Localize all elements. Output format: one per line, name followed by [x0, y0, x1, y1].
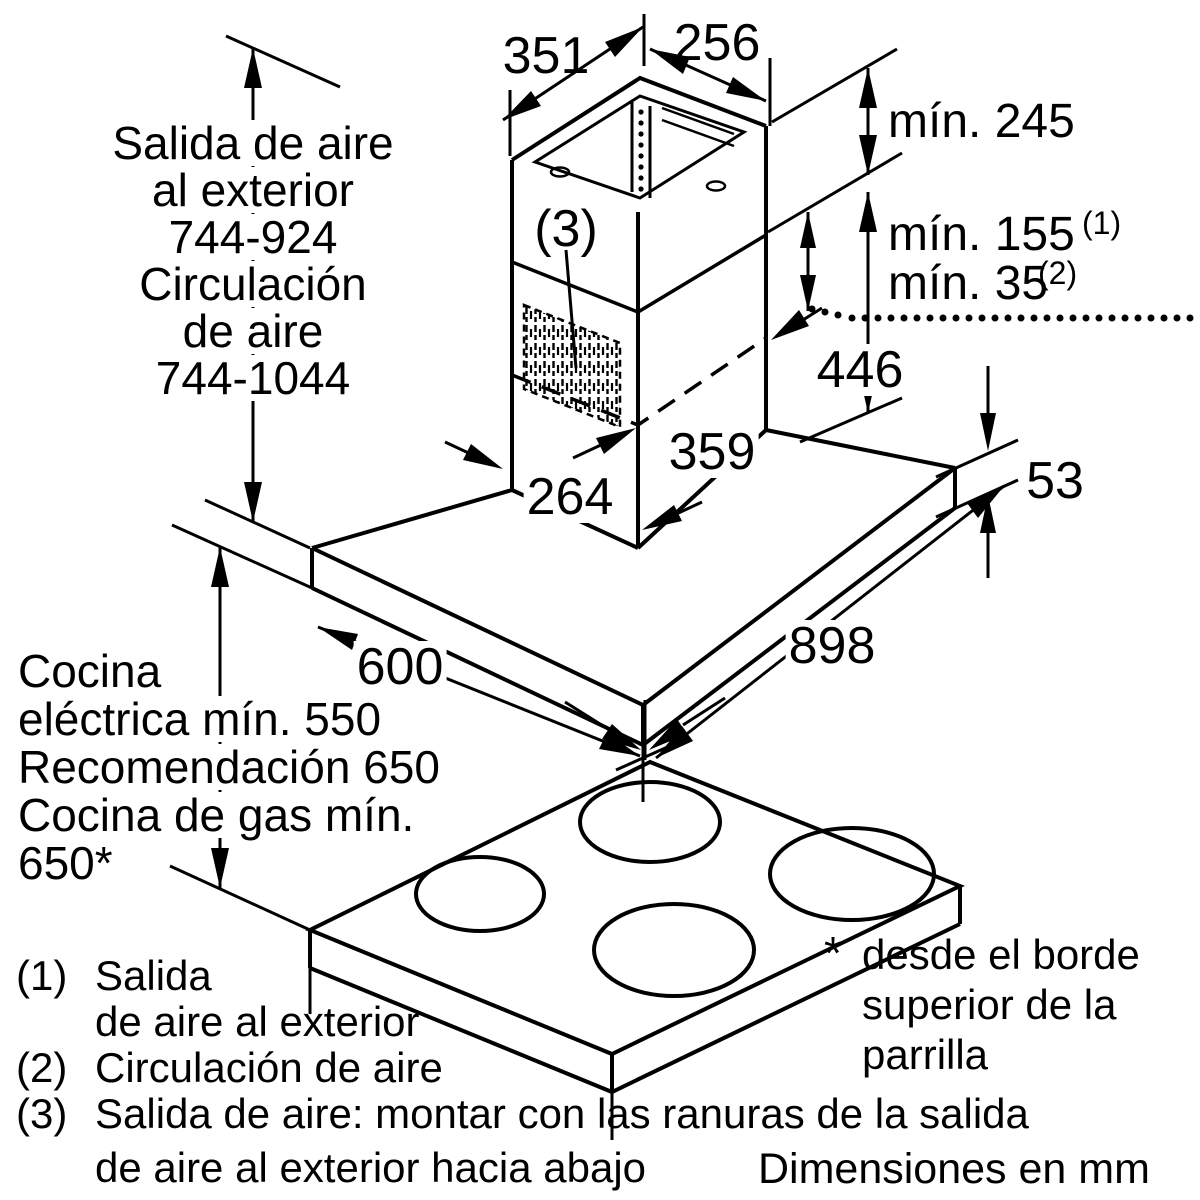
height-note-line-5: de aire [180, 305, 326, 357]
footnote-3-line-1: Salida de aire: montar con las ranuras d… [95, 1090, 1029, 1137]
dim-min-35: mín. 35 [888, 257, 1049, 310]
dim-446: 446 [813, 344, 907, 396]
clearance-note-line-3: Recomendación 650 [16, 741, 442, 793]
star-note-line-3: parrilla [862, 1031, 989, 1078]
burner-back [578, 780, 722, 864]
footnote-2-text: Circulación de aire [95, 1044, 443, 1091]
dim-min-155-ref: (1) [1082, 205, 1122, 241]
height-note-line-1: Salida de aire [110, 117, 396, 169]
dim-264: 264 [523, 471, 617, 523]
footnote-1-marker: (1) [16, 952, 68, 999]
dim-min-245: mín. 245 [888, 95, 1075, 148]
height-note-line-4: Circulación [137, 258, 369, 310]
dim-256: 256 [673, 14, 761, 72]
burner-front [592, 902, 756, 998]
clearance-note-line-5: 650* [16, 837, 115, 889]
footnote-1-line-2: de aire al exterior [95, 998, 420, 1045]
bracket-inner-rail [630, 100, 652, 198]
air-outlet-vent-hatch [522, 303, 622, 429]
footnote-2-marker: (2) [16, 1044, 68, 1091]
dim-600: 600 [353, 641, 447, 693]
height-note-line-2: al exterior [150, 164, 356, 216]
clearance-note-line-1: Cocina [16, 645, 164, 697]
dim-53: 53 [1026, 452, 1084, 510]
clearance-note-line-4: Cocina de gas mín. [16, 789, 417, 841]
star-note-marker: * [824, 927, 842, 979]
units-note: Dimensiones en mm [758, 1145, 1150, 1193]
rim-hole-right [705, 180, 727, 192]
footnote-1-line-1: Salida [95, 952, 212, 999]
burner-right [768, 826, 936, 922]
dim-min-155: mín. 155 [888, 208, 1075, 261]
height-note-line-6: 744-1044 [153, 352, 353, 404]
dim-359: 359 [665, 426, 759, 478]
dim-351: 351 [502, 27, 590, 85]
star-note-line-2: superior de la [862, 981, 1117, 1028]
rim-hole-left [549, 166, 571, 178]
section-seam [511, 233, 767, 314]
footnote-3-marker: (3) [16, 1090, 68, 1137]
dotted-reference-line [808, 305, 1194, 322]
bracket-opening [531, 94, 748, 200]
height-note-line-3: 744-924 [166, 211, 340, 263]
arrowheads [211, 27, 1004, 888]
star-note-line-1: desde el borde [862, 931, 1140, 978]
bracket-slot [661, 106, 735, 148]
hood-canopy [310, 428, 957, 748]
dim-min-35-ref: (2) [1038, 255, 1078, 291]
dim-898: 898 [785, 620, 879, 672]
vent-leader-line [564, 249, 578, 369]
vent-ref-label: (3) [534, 200, 598, 258]
footnote-3-line-2: de aire al exterior hacia abajo [95, 1144, 647, 1191]
burner-left [414, 855, 546, 933]
clearance-note-line-2: eléctrica mín. 550 [16, 693, 384, 745]
